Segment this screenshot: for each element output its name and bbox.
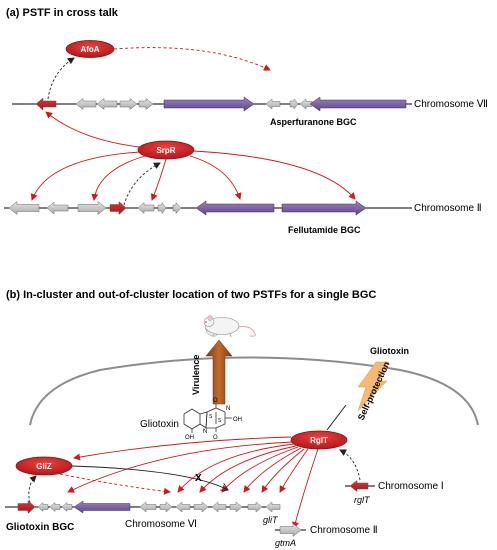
afoa-crosstalk-arrow <box>113 47 271 71</box>
gliz-autoregulation-arrow <box>28 475 37 504</box>
gene-gray <box>157 201 167 215</box>
rglt-regulation-arrow <box>177 443 295 493</box>
rglt-to-gtma-arrow <box>292 448 319 529</box>
blocked-x-mark: X <box>195 473 202 484</box>
srpr-label: SrpR <box>156 146 175 155</box>
gene-gray <box>175 501 191 513</box>
gliz-label: GliZ <box>36 462 52 471</box>
rglt-label: RglT <box>310 436 328 445</box>
atom-o-bottom: O <box>213 435 218 441</box>
rglt-gene-expression-arrow <box>339 449 361 481</box>
gene-gray <box>137 201 155 215</box>
bgc-gene-purple <box>281 200 367 216</box>
gtma-gene <box>279 522 302 538</box>
rglt-tf: RglT <box>290 430 348 450</box>
rglt-to-gliz-arrow <box>73 436 292 461</box>
gliz-to-glit-blocked-arrow <box>71 465 228 490</box>
gtma-gene-label: gtmA <box>275 538 296 548</box>
atom-n-top: N <box>226 406 230 412</box>
gliotoxin-bgc-genes <box>17 499 281 515</box>
gene-gray <box>8 200 40 216</box>
gene-gray <box>138 97 154 111</box>
gliotoxin-top-label: Gliotoxin <box>370 346 409 356</box>
gliotoxin-bgc-label: Gliotoxin BGC <box>6 522 74 533</box>
srpr-tf: SrpR <box>137 140 195 160</box>
asperfuranone-bgc-label: Asperfuranone BGC <box>270 117 357 127</box>
gene-gray <box>46 201 69 215</box>
gene-gray <box>139 501 157 513</box>
gene-gray <box>37 501 49 513</box>
chromosome-6-label: Chromosome Ⅵ <box>125 519 197 530</box>
chromosome-8-genes <box>35 96 407 112</box>
gene-gray <box>49 501 61 513</box>
rglt-gene <box>349 479 369 493</box>
bgc-gene-purple <box>309 96 407 112</box>
cell-membrane <box>29 356 479 426</box>
rglt-regulation-arrow <box>199 445 297 493</box>
virulence-arrow <box>205 339 233 405</box>
gene-gray <box>247 501 263 513</box>
rglt-regulation-arrow <box>243 447 302 493</box>
atom-oh-right: OH <box>233 417 242 423</box>
gliotoxin-molecule-label: Gliotoxin <box>140 419 179 430</box>
atom-oh-left: OH <box>185 435 194 441</box>
gene-gray <box>77 200 107 216</box>
gene-gray <box>265 98 281 110</box>
gene-gray <box>172 201 182 215</box>
virulence-label: Virulence <box>191 355 201 395</box>
gliz-gene <box>17 499 36 515</box>
srpr-regulation-arrow <box>91 155 146 201</box>
srpr-regulation-arrow <box>189 155 242 200</box>
gene-gray <box>289 98 299 110</box>
atom-o-top: O <box>213 398 218 404</box>
srpr-to-afoa-arrow <box>45 111 141 148</box>
gene-gray <box>61 501 73 513</box>
gene-gray <box>193 501 209 513</box>
rglt-regulation-arrow <box>221 446 299 493</box>
chromosome-1-label: Chromosome Ⅰ <box>378 481 444 492</box>
atom-s-2: S <box>218 418 222 424</box>
chromosome-2-genes <box>8 200 367 216</box>
chromosome-2-label: Chromosome Ⅱ <box>414 203 482 214</box>
lightning-icon <box>357 361 390 412</box>
bgc-gene-purple <box>195 200 275 216</box>
chromosome-2b-label: Chromosome Ⅱ <box>310 525 378 536</box>
atom-n-bottom: N <box>203 429 207 435</box>
glit-gene-label: gliT <box>263 515 279 525</box>
gliz-regulation-arrow <box>59 473 171 495</box>
rglt-regulation-arrow <box>261 448 305 493</box>
mouse-icon <box>203 315 256 338</box>
gene-gray <box>159 501 173 513</box>
rglt-gene-label: rglT <box>354 495 371 505</box>
glit-gene <box>265 501 281 513</box>
rglt-to-glit-arrow <box>279 448 309 493</box>
protection-inhibition-line <box>326 404 347 431</box>
gene-gray <box>229 501 243 513</box>
afoa-gene <box>35 97 57 111</box>
srpr-regulation-arrow <box>150 158 167 201</box>
atom-s-1: S <box>209 414 213 420</box>
bgc-gene-purple <box>163 96 255 112</box>
afoa-tf: AfoA <box>65 40 115 58</box>
rglt-regulation-arrow <box>67 441 294 493</box>
gene-gray <box>119 97 138 111</box>
glip-gene-purple <box>73 500 131 514</box>
srpr-autoregulation-arrow <box>123 162 161 206</box>
fellutamide-bgc-label: Fellutamide BGC <box>288 225 361 235</box>
afoa-label: AfoA <box>80 45 99 54</box>
gliotoxin-structure-icon <box>183 404 232 433</box>
chromosome-8-label: Chromosome Ⅶ <box>414 99 488 110</box>
afoa-autoregulation-arrow <box>47 57 75 100</box>
gene-gray <box>96 97 118 111</box>
gene-gray <box>211 501 227 513</box>
panel-a-title: (a) PSTF in cross talk <box>6 7 119 19</box>
panel-b-title: (b) In-cluster and out-of-cluster locati… <box>6 289 376 301</box>
gene-gray <box>75 97 97 111</box>
srpr-regulation-arrow <box>30 151 141 201</box>
srpr-regulation-arrow <box>192 150 356 200</box>
gliz-tf: GliZ <box>15 456 73 476</box>
srpr-gene <box>109 200 127 216</box>
